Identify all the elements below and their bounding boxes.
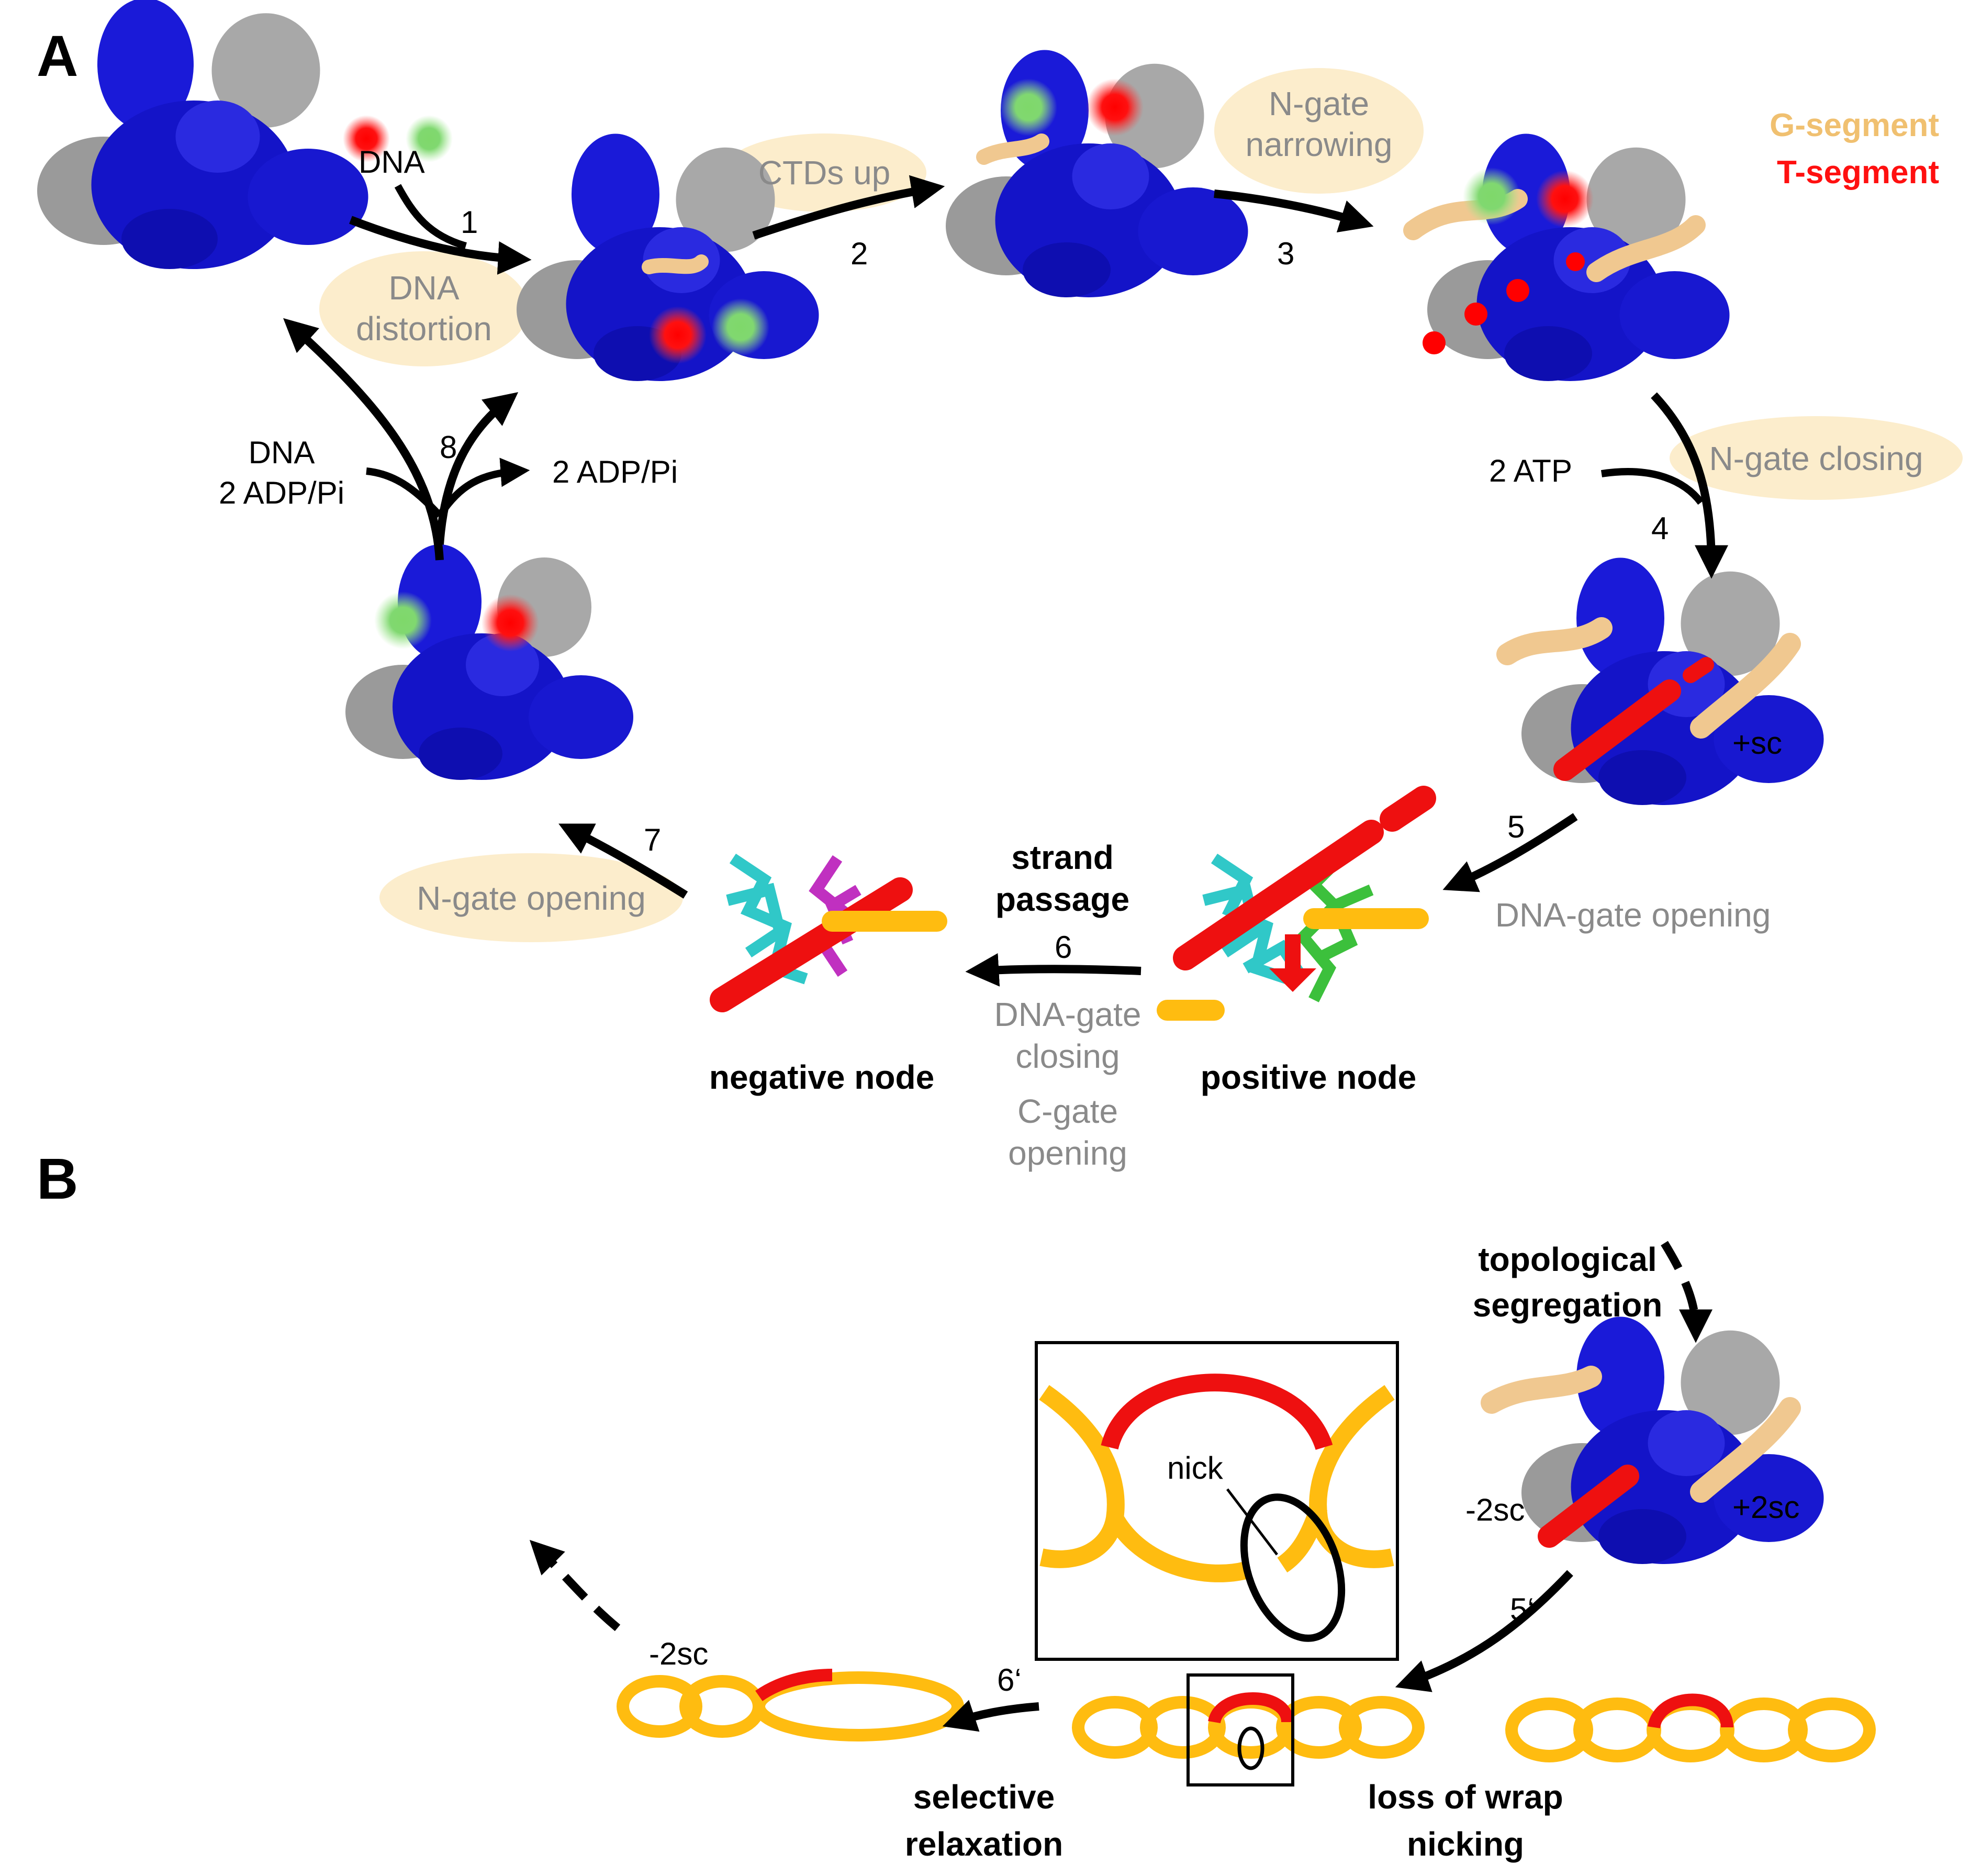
inset-marker-box xyxy=(1187,1673,1294,1786)
label-loss-of-wrap: loss of wrap xyxy=(1368,1778,1563,1816)
negative-node-illustration xyxy=(710,853,947,1012)
label-plus-sc: +sc xyxy=(1732,725,1782,761)
label-minus-2sc-right: -2sc xyxy=(1465,1492,1525,1527)
label-negative-node: negative node xyxy=(709,1058,934,1096)
label-n-gate-closing: N-gate closing xyxy=(1709,440,1923,477)
step-6: 6 xyxy=(1055,930,1072,965)
gyrase-structure-state-0 xyxy=(37,0,368,270)
label-dna-gate-opening: DNA-gate opening xyxy=(1495,896,1771,934)
label-dna-gate-closing-1: DNA-gate xyxy=(994,996,1141,1033)
dna-chain-right xyxy=(1505,1698,1876,1762)
label-2-atp: 2 ATP xyxy=(1489,453,1572,488)
label-dna: DNA xyxy=(359,144,425,180)
step-3: 3 xyxy=(1277,236,1294,271)
legend-g-segment: G-segment xyxy=(1770,107,1939,143)
panel-label-a: A xyxy=(37,24,78,88)
step-6-prime: 6‘ xyxy=(997,1662,1022,1698)
label-relaxation-2: relaxation xyxy=(905,1825,1063,1863)
step-2: 2 xyxy=(850,236,868,271)
highlight-n-gate-closing xyxy=(1670,416,1963,500)
label-n-gate-narrowing-1: N-gate xyxy=(1269,85,1369,122)
label-dna-gate-closing-2: closing xyxy=(1015,1037,1120,1075)
label-c-gate-opening-2: opening xyxy=(1008,1134,1127,1172)
label-segregation-2: segregation xyxy=(1473,1286,1663,1324)
label-plus-2sc: +2sc xyxy=(1732,1490,1799,1525)
label-nick: nick xyxy=(1167,1450,1224,1486)
panel-label-b: B xyxy=(37,1147,78,1211)
label-minus-2sc-left: -2sc xyxy=(649,1636,708,1671)
label-strand-passage-1: strand xyxy=(1011,839,1114,876)
label-topological-1: topological xyxy=(1478,1241,1656,1278)
legend-t-segment: T-segment xyxy=(1777,154,1939,191)
step-8: 8 xyxy=(440,430,457,465)
highlight-dna-distortion xyxy=(319,251,529,366)
step-5: 5 xyxy=(1507,809,1525,844)
label-release-adp-right: 2 ADP/Pi xyxy=(552,454,678,489)
step-4: 4 xyxy=(1651,511,1669,546)
label-n-gate-narrowing-2: narrowing xyxy=(1245,126,1392,163)
label-strand-passage-2: passage xyxy=(995,880,1129,918)
label-selective-1: selective xyxy=(913,1778,1055,1816)
label-dna-distortion-2: distortion xyxy=(356,310,492,348)
highlight-n-gate-narrowing xyxy=(1214,68,1424,194)
gyrase-structure-state-7 xyxy=(345,544,633,780)
positive-node-illustration xyxy=(1157,786,1436,1021)
highlight-n-gate-opening xyxy=(379,853,683,942)
label-ctds-up: CTDs up xyxy=(758,154,891,192)
label-positive-node: positive node xyxy=(1201,1058,1417,1096)
step-1: 1 xyxy=(461,205,478,240)
label-n-gate-opening: N-gate opening xyxy=(417,879,646,917)
label-dna-distortion-1: DNA xyxy=(388,269,459,307)
label-nicking: nicking xyxy=(1407,1825,1524,1863)
label-release-adp-left: 2 ADP/Pi xyxy=(219,475,344,510)
label-c-gate-opening-1: C-gate xyxy=(1017,1092,1118,1130)
label-release-dna: DNA xyxy=(249,435,315,470)
step-5-prime: 5‘ xyxy=(1510,1592,1535,1627)
step-7: 7 xyxy=(644,822,661,857)
inset-box xyxy=(1035,1341,1399,1661)
